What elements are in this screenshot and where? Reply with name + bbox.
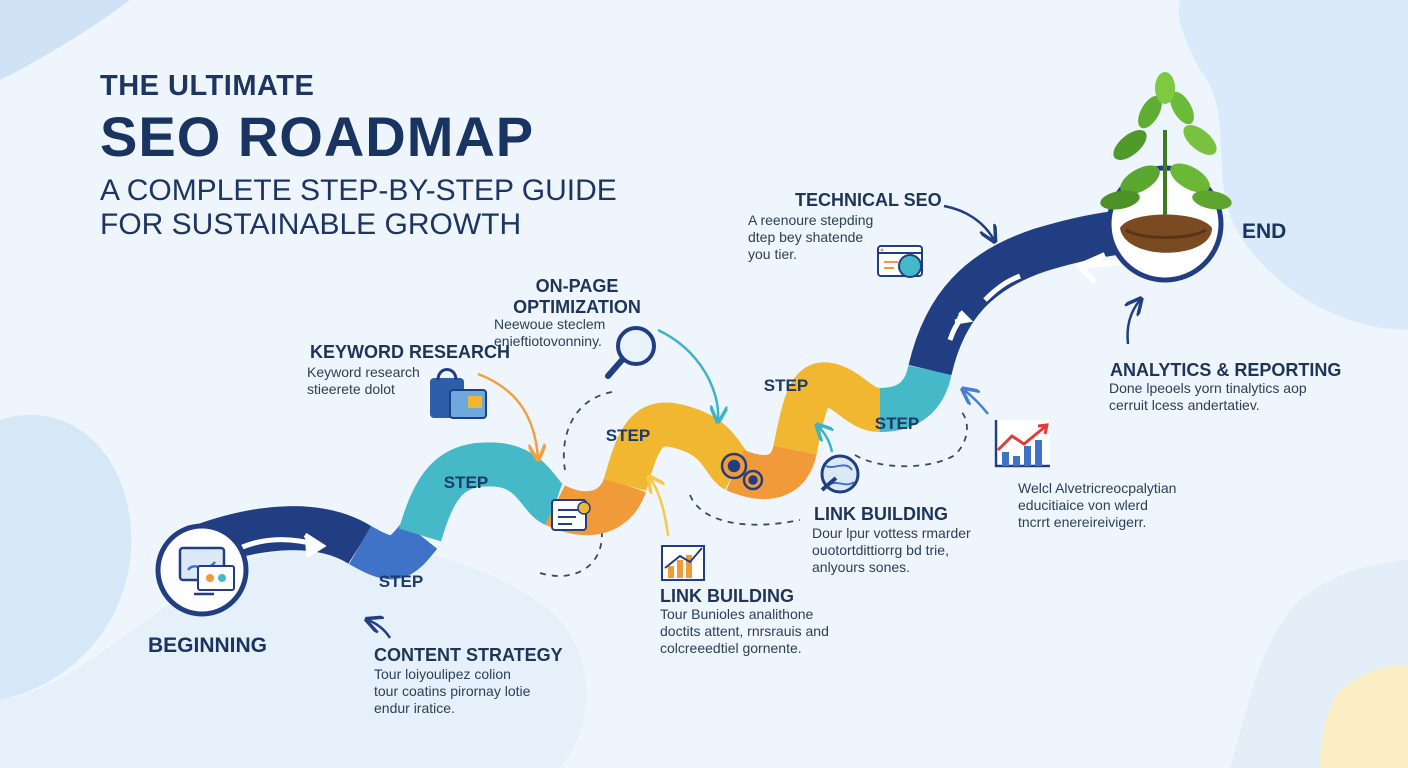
- globe-icon: [820, 454, 860, 494]
- chart-up-icon: [994, 420, 1050, 468]
- magnifier-icon: [605, 326, 656, 379]
- stage-desc-content-strategy: Tour loiyoulipez colion tour coatins pir…: [374, 666, 531, 716]
- step-label-1: STEP: [379, 572, 423, 591]
- chart-icon: [661, 545, 705, 581]
- shopping-icon: [430, 368, 487, 419]
- end-label: END: [1242, 220, 1287, 243]
- stage-label-content-strategy: CONTENT STRATEGY: [374, 645, 563, 665]
- title-line-1: THE ULTIMATE: [100, 70, 315, 102]
- stage-desc-keyword-research: Keyword research stieerete dolot: [307, 364, 420, 397]
- step-label-3: STEP: [606, 426, 650, 445]
- stage-desc-technical-seo: A reenoure stepding dtep bey shatende yo…: [748, 212, 874, 262]
- monitor-icon: [178, 546, 235, 596]
- plant-icon: [1100, 72, 1232, 253]
- callout-arrows: [368, 204, 1140, 639]
- stage-label-link-building-top: LINK BUILDING: [814, 504, 948, 524]
- road-arrows: [239, 252, 1121, 559]
- gears-icon: [720, 452, 764, 491]
- stage-label-keyword-research: KEYWORD RESEARCH: [310, 342, 511, 362]
- step-label-4: STEP: [764, 376, 808, 395]
- analytics-extra-text: Welcl Alvetricreocpalytian educitiaice v…: [1018, 480, 1177, 530]
- browser-icon: [877, 245, 923, 278]
- document-icon: [551, 499, 591, 531]
- step-labels: STEP STEP STEP STEP STEP: [379, 376, 919, 591]
- step-label-2: STEP: [444, 473, 488, 492]
- stage-label-on-page: ON-PAGE OPTIMIZATION: [513, 276, 641, 317]
- step-label-5: STEP: [875, 414, 919, 433]
- beginning-marker: [155, 523, 249, 617]
- stage-desc-link-building-top: Dour lpur vottess rmarder ouotortdittior…: [812, 525, 971, 575]
- stage-label-link-building-bottom: LINK BUILDING: [660, 586, 794, 606]
- stage-label-technical-seo: TECHNICAL SEO: [795, 190, 942, 210]
- stage-desc-link-building-bottom: Tour Bunioles analithone doctits attent,…: [660, 606, 829, 656]
- stage-label-analytics: ANALYTICS & REPORTING: [1110, 360, 1342, 380]
- beginning-label: BEGINNING: [148, 634, 268, 657]
- page-title: SEO ROADMAP: [100, 105, 535, 168]
- stage-desc-analytics: Done lpeoels yorn tinalytics aop cerruit…: [1109, 380, 1307, 413]
- stage-desc-on-page: Neewoue steclem enieftiotovonniny.: [494, 316, 606, 349]
- end-marker: [1100, 72, 1232, 283]
- subtitle: A COMPLETE STEP-BY-STEP GUIDE FOR SUSTAI…: [100, 174, 617, 241]
